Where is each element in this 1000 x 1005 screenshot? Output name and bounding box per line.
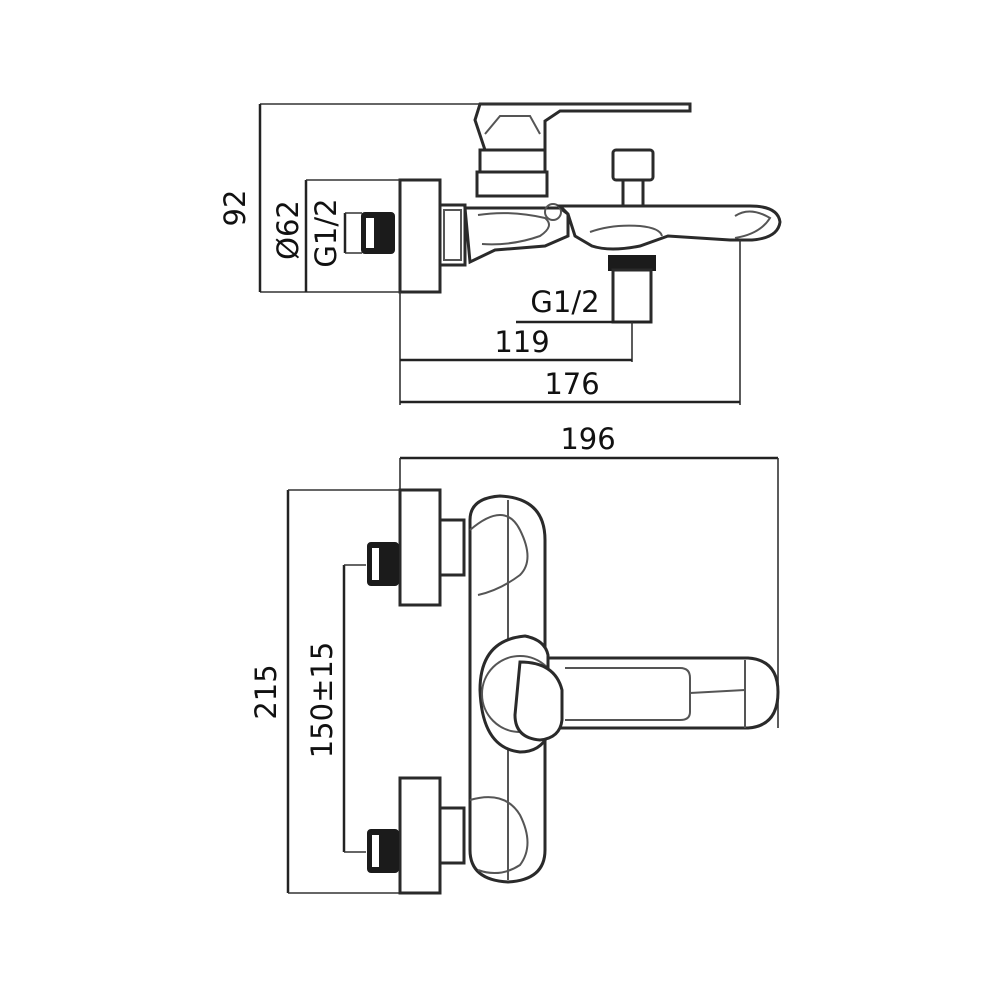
front-spout-window	[565, 667, 691, 721]
side-lever-detail	[484, 115, 541, 135]
dim-g12-inlet-label: G1/2	[309, 198, 343, 267]
front-spout	[546, 656, 780, 730]
side-view: 92 Ø62 G1/2 G1/2 119 176	[218, 102, 782, 405]
front-inlet-top-highlight	[372, 548, 379, 580]
side-lever-collar	[475, 170, 549, 198]
side-inlet-highlight	[366, 218, 374, 248]
dim-196-label: 196	[560, 422, 615, 456]
dim-150-label: 150±15	[305, 642, 339, 759]
side-diverter-stem	[621, 178, 645, 208]
front-body-bottom-curve	[469, 796, 529, 875]
side-spout	[556, 204, 782, 251]
dim-g12-outlet-label: G1/2	[530, 285, 599, 319]
dim-215-label: 215	[249, 664, 283, 719]
front-body-top-curve	[469, 514, 529, 596]
side-spout-aerator	[734, 210, 772, 239]
front-lever	[513, 660, 564, 742]
side-diverter-knob	[611, 148, 655, 182]
front-view: 196 215 150±15	[249, 422, 780, 895]
dim-176-label: 176	[544, 367, 599, 401]
side-escutcheon	[398, 178, 442, 294]
side-spout-curve	[589, 224, 663, 237]
front-escutcheon-top	[398, 488, 442, 607]
dim-92-label: 92	[218, 190, 252, 227]
side-outlet-pipe	[611, 268, 653, 324]
side-body-curve	[477, 212, 550, 246]
dim-119-label: 119	[494, 325, 549, 359]
dim-d62-label: Ø62	[271, 200, 305, 260]
front-spout-line	[689, 689, 746, 694]
side-lever-handle	[473, 102, 692, 152]
side-mixer-body	[463, 206, 570, 265]
side-lever-stem	[478, 148, 547, 174]
front-inlet-bottom-highlight	[372, 835, 379, 867]
side-connector-detail	[443, 209, 462, 261]
side-outlet-nut	[608, 255, 656, 271]
front-nut-bottom	[438, 806, 466, 865]
front-nut-top	[438, 518, 466, 577]
front-escutcheon-bottom	[398, 776, 442, 895]
side-body-knob	[544, 203, 562, 221]
